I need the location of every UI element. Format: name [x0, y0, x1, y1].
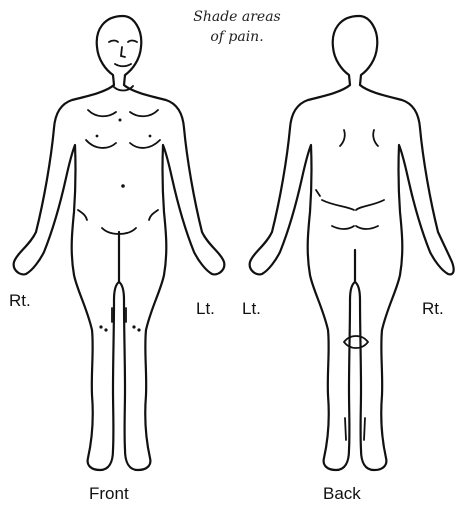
front-right-side-label: Rt.	[9, 292, 31, 309]
front-left-side-label: Lt.	[196, 300, 215, 317]
back-caption: Back	[323, 485, 361, 502]
back-left-side-label: Lt.	[242, 300, 261, 317]
back-body-figure[interactable]	[250, 16, 454, 470]
front-body-figure[interactable]	[14, 16, 225, 470]
front-caption: Front	[89, 485, 129, 502]
back-right-side-label: Rt.	[422, 300, 444, 317]
